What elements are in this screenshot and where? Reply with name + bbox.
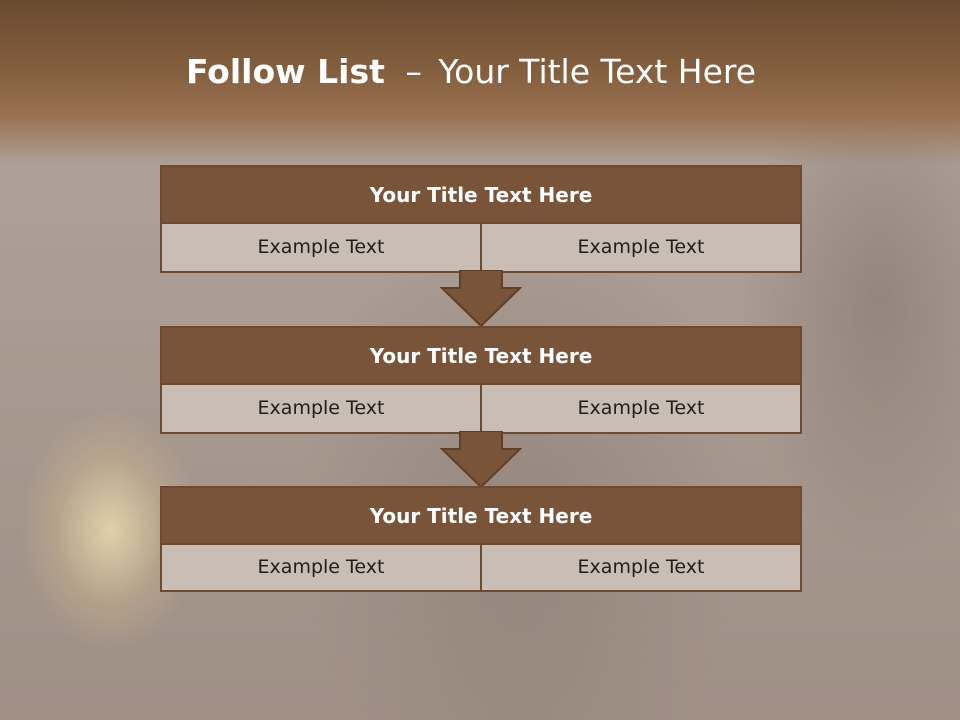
title-dash: –: [405, 52, 422, 91]
block-cell-left: Example Text: [162, 224, 480, 271]
title-rest-part: Your Title Text Here: [438, 52, 757, 91]
block-row: Example Text Example Text: [162, 545, 800, 590]
block-cell-right: Example Text: [480, 545, 800, 590]
block-title: Your Title Text Here: [162, 488, 800, 545]
down-arrow-icon: [440, 270, 522, 328]
list-block-1: Your Title Text Here Example Text Exampl…: [160, 165, 802, 273]
list-block-2: Your Title Text Here Example Text Exampl…: [160, 326, 802, 434]
block-cell-right: Example Text: [480, 385, 800, 432]
block-row: Example Text Example Text: [162, 224, 800, 271]
block-row: Example Text Example Text: [162, 385, 800, 432]
header-band: [0, 0, 960, 165]
list-block-3: Your Title Text Here Example Text Exampl…: [160, 486, 802, 592]
title-bold-part: Follow List: [185, 52, 385, 91]
block-cell-right: Example Text: [480, 224, 800, 271]
slide-title: Follow List – Your Title Text Here: [0, 52, 942, 91]
block-title: Your Title Text Here: [162, 167, 800, 224]
down-arrow-icon: [440, 431, 522, 489]
block-cell-left: Example Text: [162, 545, 480, 590]
block-title: Your Title Text Here: [162, 328, 800, 385]
block-cell-left: Example Text: [162, 385, 480, 432]
